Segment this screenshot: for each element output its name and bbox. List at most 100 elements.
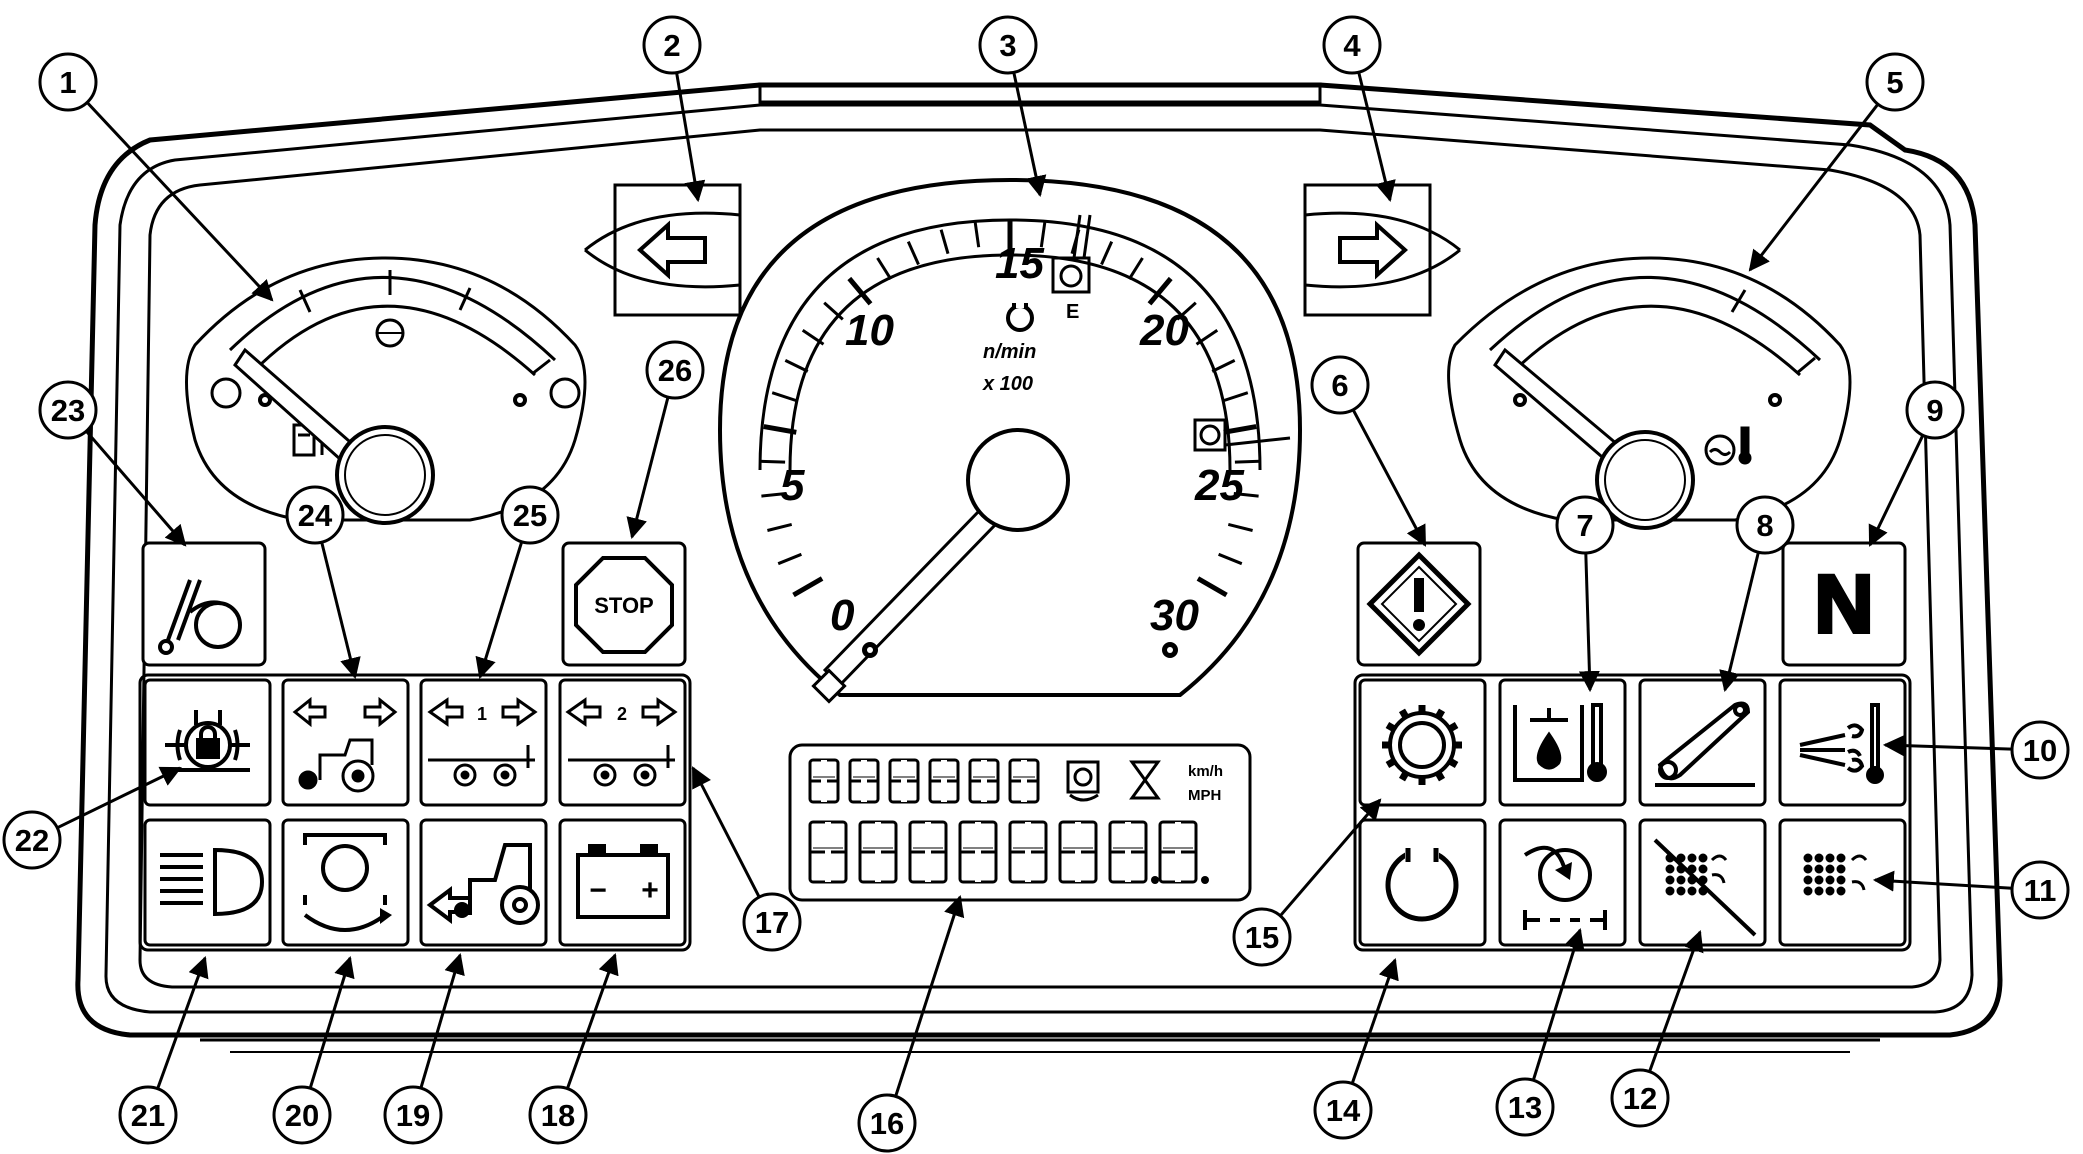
callout-26: 26 — [645, 340, 705, 400]
callout-number: 18 — [541, 1098, 575, 1133]
neutral-tile: N — [1781, 541, 1907, 667]
lcd-lower-digits — [808, 820, 1209, 884]
trailer-2-label: 2 — [617, 704, 627, 724]
callout-number: 9 — [1926, 393, 1943, 428]
callout-number: 5 — [1886, 65, 1903, 100]
callout-1: 1 — [38, 52, 98, 112]
coolant-temperature-icon — [1704, 426, 1752, 466]
callout-leader-4 — [1357, 71, 1396, 203]
callout-number: 12 — [1623, 1081, 1657, 1116]
tach-tick — [792, 576, 824, 598]
lcd-digit — [808, 820, 848, 884]
callout-number: 16 — [870, 1106, 904, 1141]
callout-leader-17 — [691, 766, 761, 898]
lcd-digit — [808, 758, 840, 804]
callout-15: 15 — [1232, 907, 1292, 967]
callout-18: 18 — [528, 1085, 588, 1145]
coolant-temperature-gauge — [1447, 256, 1852, 530]
callout-20: 20 — [272, 1085, 332, 1145]
callout-number: 24 — [298, 498, 333, 533]
tachometer-hub — [966, 428, 1070, 532]
right-arrow-icon — [1338, 220, 1409, 280]
cluster-housing — [75, 82, 2003, 1053]
differential-lock-icon — [165, 710, 250, 772]
callout-11: 11 — [2010, 860, 2070, 920]
parking-brake-tile — [141, 541, 267, 667]
lcd-pto-icon — [1066, 760, 1100, 802]
callout-leader-19 — [419, 952, 465, 1089]
tach-tick — [1223, 391, 1249, 402]
callout-number: 23 — [51, 393, 85, 428]
fuel-gauge — [185, 256, 587, 525]
callout-number: 19 — [396, 1098, 430, 1133]
tach-tick — [767, 522, 793, 532]
right-warning-block — [1353, 673, 1912, 952]
callout-number: 10 — [2023, 733, 2057, 768]
lcd-unit-mph: MPH — [1188, 787, 1221, 804]
tach-label-20: 20 — [1139, 306, 1189, 355]
transmission-fault-gear-icon — [1382, 705, 1462, 785]
callout-leader-16 — [894, 895, 965, 1097]
stop-sign-icon — [574, 556, 674, 654]
left-arrow-icon — [636, 220, 707, 280]
pto-engaged-icon — [303, 833, 392, 932]
tach-tick — [1196, 576, 1228, 598]
lcd-upper-digits — [808, 758, 1040, 804]
hydraulic-oil-temperature-icon — [1513, 703, 1607, 782]
callout-leader-18 — [565, 953, 619, 1090]
tach-tick — [1147, 276, 1173, 306]
lcd-digit — [1058, 820, 1098, 884]
callout-24: 24 — [285, 485, 345, 545]
engine-oil-pressure-icon — [1385, 846, 1459, 922]
tach-tick — [1100, 240, 1114, 266]
tach-tick — [1218, 552, 1243, 566]
lcd-digit — [858, 820, 898, 884]
lcd-digit — [968, 758, 1000, 804]
lcd-digit — [888, 758, 920, 804]
lcd-hourglass-icon — [1129, 760, 1161, 800]
tach-tick — [771, 391, 797, 402]
tach-tick — [784, 359, 809, 373]
callout-leader-21 — [156, 956, 209, 1090]
callout-number: 1 — [59, 65, 76, 100]
tach-tick — [939, 229, 950, 255]
callout-leader-26 — [626, 396, 670, 540]
callout-number: 11 — [2024, 873, 2057, 908]
tach-tick — [1234, 459, 1260, 464]
callout-leader-23 — [85, 430, 187, 547]
tachometer: 0 5 10 15 20 25 30 n/min x 100 E — [717, 177, 1303, 704]
callout-number: 8 — [1756, 508, 1773, 543]
callout-number: 15 — [1245, 920, 1279, 955]
callout-9: 9 — [1905, 380, 1965, 440]
callout-leader-6 — [1351, 408, 1427, 547]
callout-number: 17 — [755, 905, 789, 940]
callout-3: 3 — [978, 15, 1038, 75]
tach-tick — [1211, 359, 1236, 373]
particulate-filter-icon — [1803, 853, 1868, 896]
max-rpm-marker-icon — [1193, 418, 1291, 452]
callout-7: 7 — [1555, 495, 1615, 555]
lcd-display: km/h MPH — [788, 743, 1252, 902]
engine-oil-icon — [1006, 302, 1034, 332]
trailer-1-label: 1 — [477, 704, 487, 724]
callout-leader-10 — [1882, 735, 2013, 757]
lcd-unit-kmh: km/h — [1188, 763, 1223, 780]
tach-label-0: 0 — [830, 591, 855, 640]
callout-leader-24 — [320, 541, 361, 680]
callout-17: 17 — [742, 892, 802, 952]
tach-tick — [1176, 301, 1197, 321]
callout-leader-9 — [1868, 434, 1925, 547]
callout-leader-11 — [1872, 870, 2013, 892]
lcd-digit — [1008, 820, 1048, 884]
left-turn-indicator — [584, 183, 742, 317]
callout-leader-25 — [475, 541, 524, 680]
tach-tick — [1227, 522, 1253, 532]
full-mark-icon — [549, 377, 581, 409]
engine-air-filter-icon — [1523, 845, 1607, 930]
callout-25: 25 — [500, 485, 560, 545]
callout-number: 14 — [1326, 1093, 1361, 1128]
callout-5: 5 — [1865, 52, 1925, 112]
callout-leader-7 — [1578, 552, 1600, 693]
callout-leader-lines — [56, 71, 2013, 1097]
